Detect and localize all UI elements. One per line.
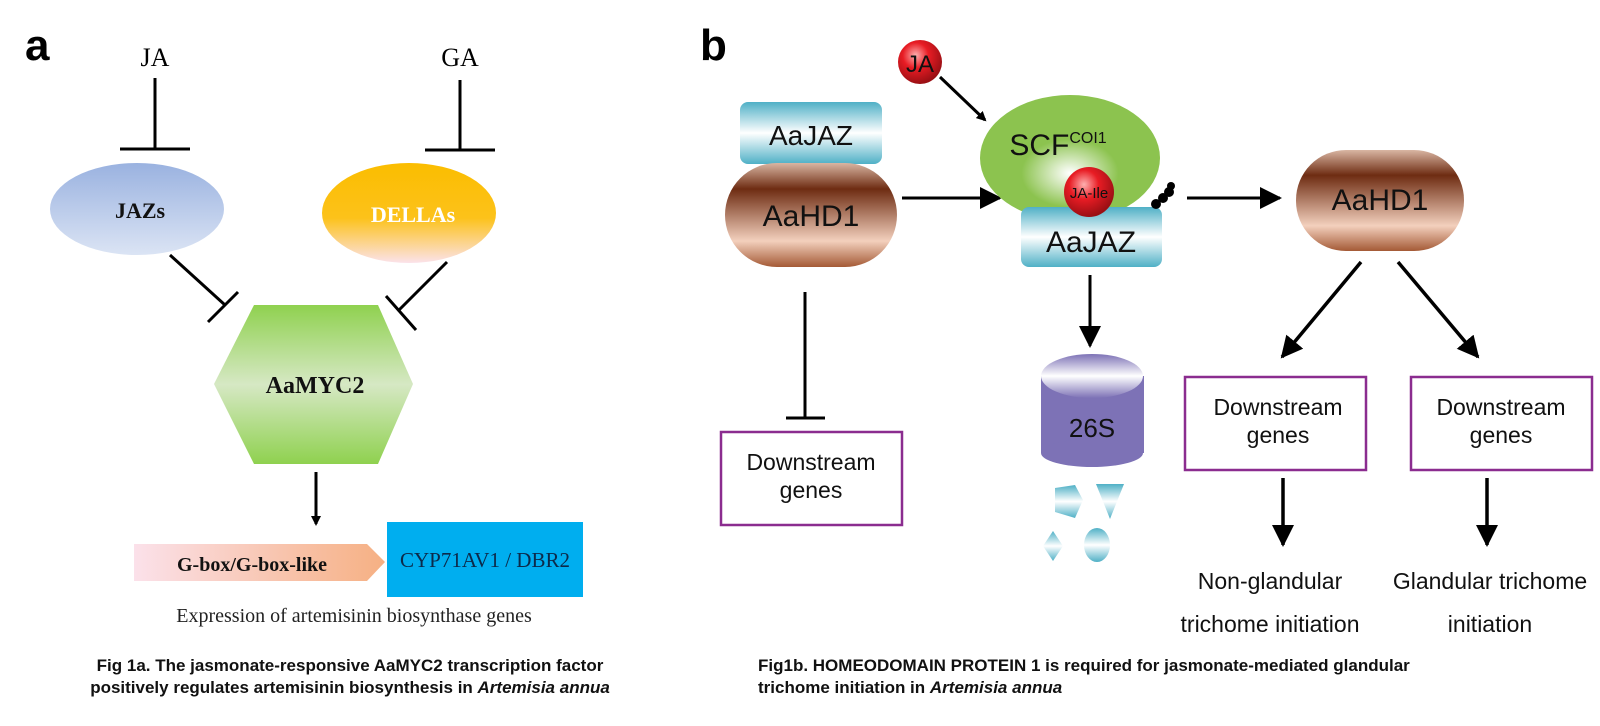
- ja-ball-label: JA: [906, 51, 934, 78]
- aajaz-scf-bound-label: AaJAZ: [1046, 226, 1136, 259]
- downstream-mid-line2: genes: [1247, 422, 1310, 448]
- aajaz-left-label: AaJAZ: [769, 120, 853, 151]
- downstream-left-line1: Downstream: [746, 449, 875, 475]
- outcome-right-line2: initiation: [1448, 611, 1532, 637]
- jazs-label: JAZs: [115, 198, 166, 223]
- aamyc2-node: [214, 305, 413, 464]
- caption-1b-line1: Fig1b. HOMEODOMAIN PROTEIN 1 is required…: [758, 656, 1410, 675]
- aajaz-bound-hd1-node: [740, 102, 882, 164]
- ja-inhibits-jazs-edge: [120, 78, 190, 151]
- ja-ball-icon: [898, 40, 942, 84]
- caption-1a-line1: Fig 1a. The jasmonate-responsive AaMYC2 …: [96, 656, 604, 675]
- panel-b: b JA AaJAZ AaHD1 Downstream genes SCFCOI…: [700, 21, 1594, 637]
- panel-a: a JA GA JAZs DELLAs AaMYC2 G-box/G-box-l…: [25, 21, 583, 627]
- ja-ile-label: JA-Ile: [1070, 185, 1108, 202]
- ubiquitin-chain-icon: [1151, 182, 1175, 209]
- degraded-peptide-fragments-icon: [1043, 484, 1124, 562]
- ga-inhibits-dellas-edge: [425, 80, 495, 152]
- gbox-label: G-box/G-box-like: [177, 554, 327, 576]
- aahd1-free-label: AaHD1: [1332, 184, 1429, 217]
- proteasome-26s-node: [1041, 354, 1144, 467]
- jazs-node: [50, 163, 224, 255]
- downstream-genes-box-left: [719, 430, 904, 527]
- ja-ile-ball-icon: [1064, 167, 1114, 217]
- dellas-label: DELLAs: [371, 202, 456, 227]
- expression-label: Expression of artemisinin biosynthase ge…: [176, 605, 532, 627]
- aajaz-scf-bound-node: [1021, 207, 1162, 267]
- dellas-node: [322, 163, 496, 263]
- dellas-inhibits-aamyc2-edge: [384, 260, 449, 331]
- ja-signal-label: JA: [141, 43, 170, 72]
- aamyc2-label: AaMYC2: [266, 373, 365, 399]
- caption-fig-1b: Fig1b. HOMEODOMAIN PROTEIN 1 is required…: [758, 655, 1598, 699]
- gbox-element: [134, 544, 385, 581]
- biosynthase-genes-label: CYP71AV1 / DBR2: [400, 548, 570, 572]
- panel-b-label: b: [700, 21, 727, 70]
- hd1-inhibits-downstream-edge: [786, 292, 825, 420]
- scf-coi1-node: [980, 95, 1160, 221]
- caption-1b-line2: trichome initiation in Artemisia annua: [758, 678, 1063, 697]
- outcome-left-line1: Non-glandular: [1198, 568, 1343, 594]
- outcome-right-line1: Glandular trichome: [1393, 568, 1587, 594]
- downstream-right-line1: Downstream: [1436, 394, 1565, 420]
- outcome-left-line2: trichome initiation: [1181, 611, 1360, 637]
- scf-label: SCFCOI1: [1009, 129, 1106, 162]
- downstream-mid-line1: Downstream: [1213, 394, 1342, 420]
- downstream-genes-box-mid: [1183, 375, 1368, 472]
- caption-fig-1a: Fig 1a. The jasmonate-responsive AaMYC2 …: [0, 655, 700, 699]
- biosynthase-genes-box: [387, 522, 583, 597]
- aahd1-left-node: [725, 163, 897, 267]
- downstream-left-line2: genes: [780, 477, 843, 503]
- caption-1a-line2: positively regulates artemisinin biosynt…: [90, 678, 610, 697]
- downstream-genes-box-right: [1409, 375, 1594, 472]
- jazs-inhibits-aamyc2-edge: [168, 253, 240, 324]
- aahd1-to-downstream-mid-arrow: [1280, 260, 1363, 359]
- aahd1-free-node: [1296, 150, 1464, 251]
- aahd1-to-downstream-right-arrow: [1396, 260, 1480, 359]
- ja-to-scf-arrow: [938, 75, 987, 122]
- ga-signal-label: GA: [441, 43, 479, 72]
- downstream-right-line2: genes: [1470, 422, 1533, 448]
- aahd1-left-label: AaHD1: [763, 200, 860, 233]
- panel-a-label: a: [25, 21, 50, 70]
- proteasome-label: 26S: [1069, 413, 1115, 443]
